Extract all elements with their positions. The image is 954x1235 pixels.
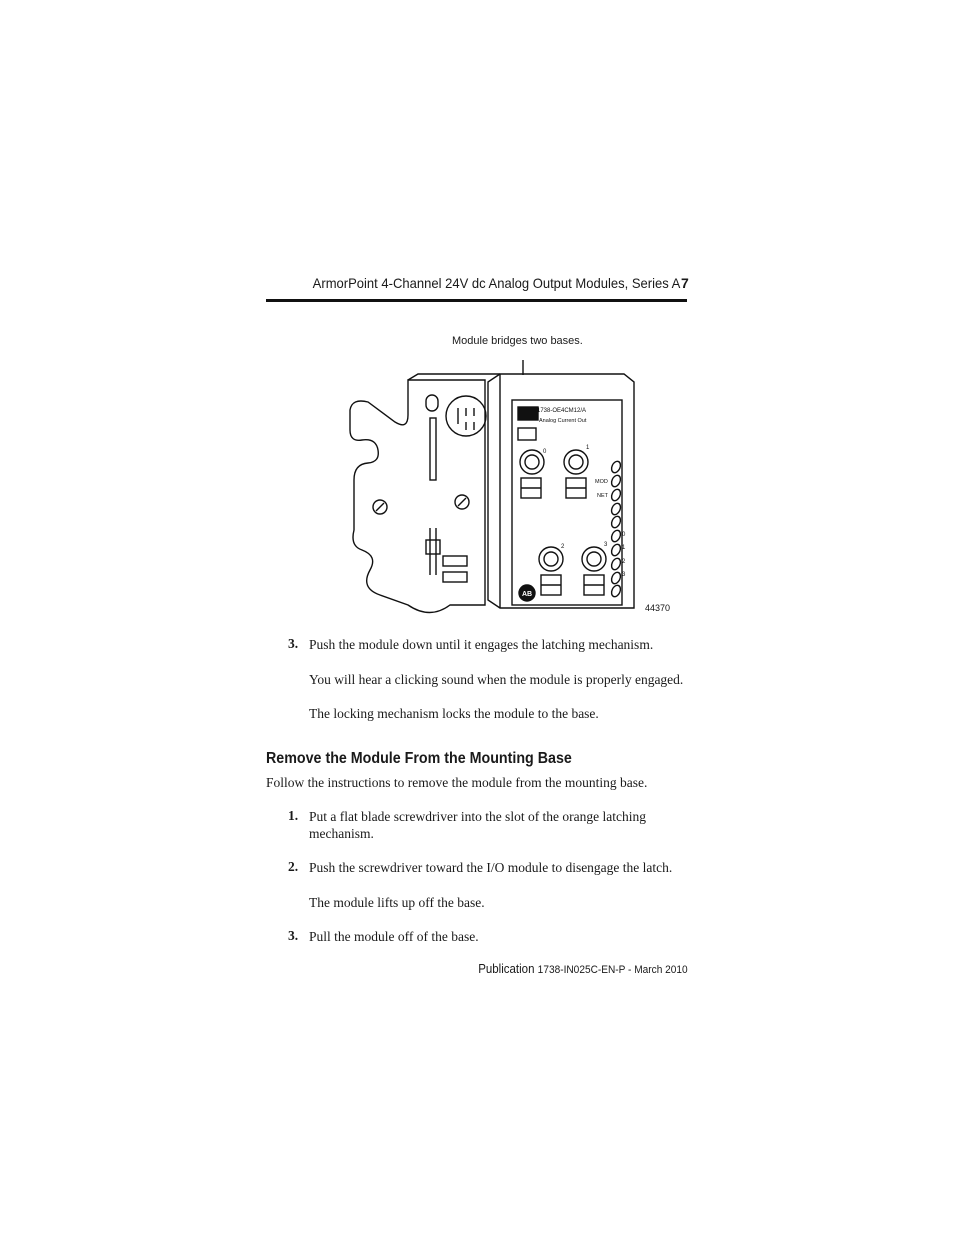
base-guide-slot bbox=[429, 417, 437, 481]
install-step-3-text: Push the module down until it engages th… bbox=[309, 637, 654, 652]
module-label-line2: Analog Current Out bbox=[539, 418, 587, 424]
footer-publication: 1738-IN025C-EN-P - March 2010 bbox=[537, 964, 688, 976]
install-step-3-number: 3. bbox=[288, 636, 299, 651]
running-header: ArmorPoint 4-Channel 24V dc Analog Outpu… bbox=[312, 275, 680, 291]
figure-callout: Module bridges two bases. bbox=[452, 335, 583, 347]
base-label-2 bbox=[442, 571, 468, 583]
footer: Publication 1738-IN025C-EN-P - March 201… bbox=[479, 962, 688, 976]
module-body bbox=[487, 373, 635, 609]
led-10 bbox=[610, 584, 622, 598]
module-id-block bbox=[517, 406, 539, 421]
led-ch2 bbox=[610, 557, 622, 571]
ab-logo-text: AB bbox=[522, 591, 532, 598]
led-ch3 bbox=[610, 571, 622, 585]
port-label-3: 3 bbox=[604, 542, 608, 548]
channel-label-1: 1 bbox=[622, 545, 626, 551]
module-indicator-box bbox=[517, 427, 537, 441]
base-clip bbox=[425, 539, 441, 555]
led-1 bbox=[610, 460, 622, 474]
remove-step-2-note: The module lifts up off the base. bbox=[309, 895, 485, 910]
remove-step-1-text-line2: mechanism. bbox=[309, 826, 374, 841]
section-intro: Follow the instructions to remove the mo… bbox=[266, 775, 648, 790]
led-label-net: NET bbox=[597, 493, 609, 499]
install-step-3-note-2: The locking mechanism locks the module t… bbox=[309, 706, 599, 721]
remove-step-3-number: 3. bbox=[288, 928, 299, 943]
module-illustration: 1738-OE4CM12/A Analog Current Out 0 1 2 … bbox=[349, 360, 670, 614]
base-label-1 bbox=[442, 555, 468, 567]
install-step-3-note-1: You will hear a clicking sound when the … bbox=[309, 672, 684, 687]
connector-0 bbox=[519, 449, 545, 475]
section-title: Remove the Module From the Mounting Base bbox=[266, 750, 572, 767]
led-mod bbox=[610, 474, 622, 488]
header-rule bbox=[266, 299, 687, 302]
channel-label-2: 2 bbox=[622, 559, 626, 565]
page-number: 7 bbox=[681, 275, 689, 291]
led-label-mod: MOD bbox=[595, 479, 608, 485]
remove-step-2-text: Push the screwdriver toward the I/O modu… bbox=[309, 860, 673, 875]
channel-label-0: 0 bbox=[622, 532, 626, 538]
base-top-edge bbox=[407, 373, 500, 381]
remove-step-3-text: Pull the module off of the base. bbox=[309, 929, 479, 944]
figure-number: 44370 bbox=[645, 603, 670, 613]
module-face-panel bbox=[511, 399, 623, 606]
remove-step-1-number: 1. bbox=[288, 808, 299, 823]
connector-1 bbox=[563, 449, 589, 475]
base-round-connector bbox=[445, 395, 487, 437]
channel-label-3: 3 bbox=[622, 572, 626, 578]
led-ch1 bbox=[610, 543, 622, 557]
connector-2 bbox=[538, 546, 564, 572]
port-label-0: 0 bbox=[543, 449, 547, 455]
module-label-line1: 1738-OE4CM12/A bbox=[537, 408, 586, 414]
remove-step-2-number: 2. bbox=[288, 859, 299, 874]
remove-step-1-text-line1: Put a flat blade screwdriver into the sl… bbox=[309, 809, 647, 824]
led-4 bbox=[610, 502, 622, 516]
connector-3 bbox=[581, 546, 607, 572]
port-label-2: 2 bbox=[561, 544, 565, 550]
left-base-outline bbox=[349, 379, 486, 614]
port-label-1: 1 bbox=[586, 445, 590, 451]
led-net bbox=[610, 488, 622, 502]
ab-logo bbox=[518, 584, 536, 602]
footer-label: Publication bbox=[478, 962, 535, 976]
base-latch-slot bbox=[425, 394, 439, 412]
led-5 bbox=[610, 515, 622, 529]
led-ch0 bbox=[610, 529, 622, 543]
base-screw-left bbox=[372, 499, 388, 515]
base-screw-right bbox=[454, 494, 470, 510]
